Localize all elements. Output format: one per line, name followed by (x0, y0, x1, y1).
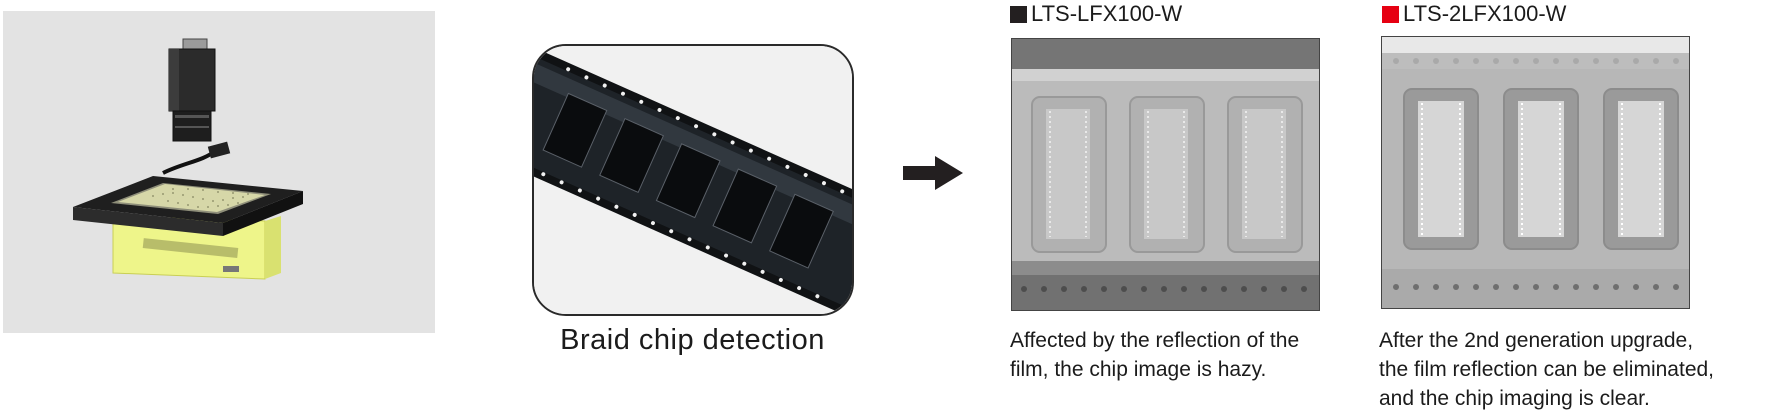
model-label-lfx100: LTS-LFX100-W (1010, 1, 1182, 27)
right-arrow-icon (903, 156, 963, 195)
braid-caption: Braid chip detection (560, 324, 825, 356)
inspection-stage (73, 176, 303, 236)
hazy-chip-image (1011, 38, 1320, 311)
model-label-2lfx100: LTS-2LFX100-W (1382, 1, 1566, 27)
braid-chip-photo (532, 44, 854, 316)
setup-illustration (3, 11, 435, 333)
clear-chip-image (1381, 36, 1690, 309)
camera-icon (168, 38, 216, 142)
model-name: LTS-2LFX100-W (1403, 1, 1567, 26)
description-2lfx100: After the 2nd generation upgrade, the fi… (1379, 329, 1715, 410)
cable (162, 149, 217, 175)
red-square-icon (1382, 5, 1399, 23)
description-lfx100: Affected by the reflection of the film, … (1010, 329, 1300, 381)
black-square-icon (1010, 5, 1027, 23)
braid-tape-image (534, 46, 852, 314)
camera-setup-diagram (73, 38, 303, 280)
model-name: LTS-LFX100-W (1031, 1, 1183, 26)
